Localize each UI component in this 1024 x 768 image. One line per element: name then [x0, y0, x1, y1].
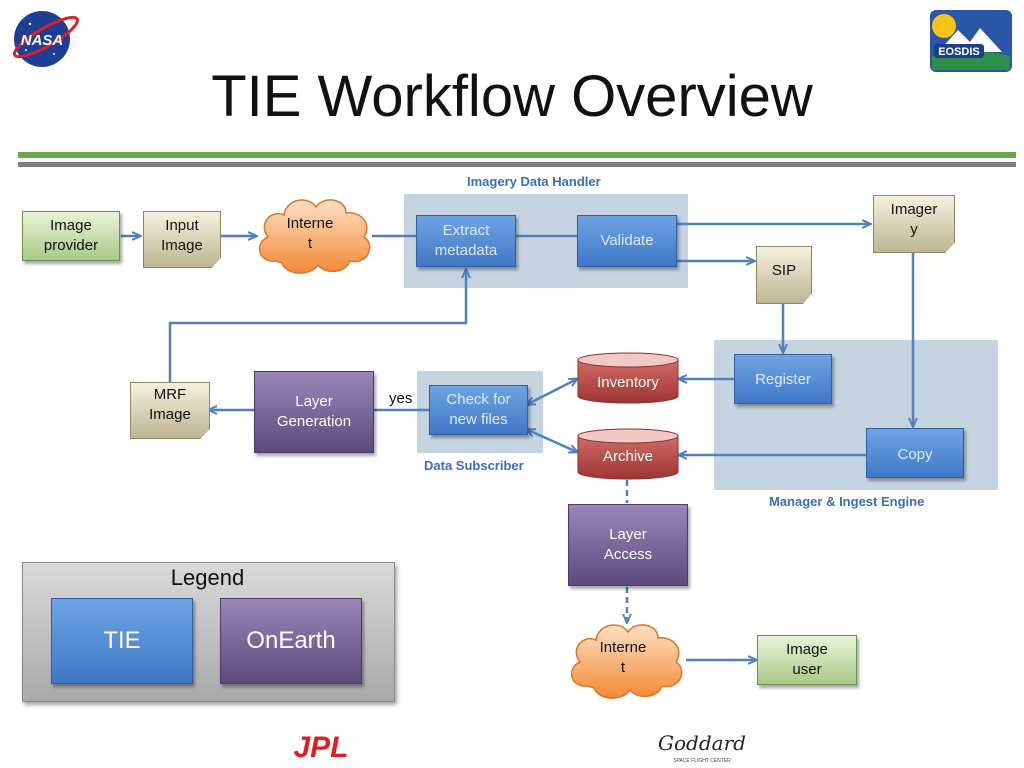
sip-doc: SIP — [756, 246, 812, 304]
data-subscriber-label: Data Subscriber — [424, 458, 524, 473]
input-image-label: Input Image — [161, 217, 203, 254]
legend-tie-swatch: TIE — [51, 598, 193, 684]
edge-check-inventory — [528, 379, 577, 404]
input-image-doc: Input Image — [143, 211, 221, 268]
image-user-label: Image user — [786, 641, 828, 678]
register-label: Register — [755, 371, 811, 388]
image-provider-label: Image provider — [43, 217, 99, 254]
validate-node: Validate — [577, 215, 677, 267]
copy-label: Copy — [897, 446, 933, 463]
jpl-logo: JPL — [293, 731, 348, 762]
extract-metadata-label: Extract metadata — [434, 222, 498, 259]
internet-cloud-top — [258, 199, 371, 274]
archive-cylinder — [577, 428, 679, 480]
check-new-files-node: Check for new files — [429, 385, 528, 435]
imagery-label: Imager y — [890, 201, 938, 238]
edge-mrf-to-extract — [168, 270, 466, 382]
extract-metadata-node: Extract metadata — [416, 215, 516, 267]
nasa-logo: NASA — [13, 11, 79, 67]
inventory-cylinder — [577, 352, 679, 404]
sip-label: SIP — [771, 262, 797, 279]
legend-onearth-label: OnEarth — [246, 627, 336, 654]
legend-onearth-swatch: OnEarth — [220, 598, 362, 684]
imagery-data-handler-label: Imagery Data Handler — [467, 174, 601, 189]
mrf-image-label: MRF Image — [149, 386, 191, 423]
layer-generation-node: Layer Generation — [254, 371, 374, 453]
internet-bottom-label: Interne t — [599, 639, 647, 676]
manager-ingest-label: Manager & Ingest Engine — [769, 494, 925, 509]
legend-title: Legend — [170, 565, 245, 590]
goddard-logo: Goddard SPACE FLIGHT CENTER — [658, 731, 746, 764]
svg-text:SPACE FLIGHT CENTER: SPACE FLIGHT CENTER — [673, 758, 731, 764]
svg-text:Goddard: Goddard — [658, 731, 746, 755]
layer-access-node: Layer Access — [568, 504, 688, 586]
yes-label: yes — [389, 390, 413, 407]
title-divider-gray — [18, 162, 1016, 167]
register-node: Register — [734, 354, 832, 404]
layer-generation-label: Layer Generation — [276, 393, 352, 430]
mrf-image-doc: MRF Image — [130, 382, 210, 439]
image-user-node: Image user — [757, 635, 857, 685]
imagery-doc: Imager y — [873, 195, 955, 253]
svg-text:NASA: NASA — [21, 32, 64, 49]
archive-label: Archive — [602, 448, 654, 465]
internet-top-label: Interne t — [286, 215, 334, 252]
inventory-label: Inventory — [597, 374, 659, 391]
edge-check-archive — [528, 430, 577, 452]
title-divider-green — [18, 152, 1016, 158]
image-provider-node: Image provider — [22, 211, 120, 261]
validate-label: Validate — [600, 232, 654, 249]
internet-cloud-bottom — [570, 624, 683, 699]
eosdis-logo: EOSDIS — [930, 10, 1012, 72]
svg-text:JPL: JPL — [293, 731, 348, 762]
layer-access-label: Layer Access — [603, 526, 653, 563]
check-new-files-label: Check for new files — [446, 391, 511, 428]
page-title: TIE Workflow Overview — [211, 64, 813, 129]
svg-text:EOSDIS: EOSDIS — [938, 46, 980, 58]
copy-node: Copy — [866, 428, 964, 478]
legend-tie-label: TIE — [103, 627, 141, 654]
